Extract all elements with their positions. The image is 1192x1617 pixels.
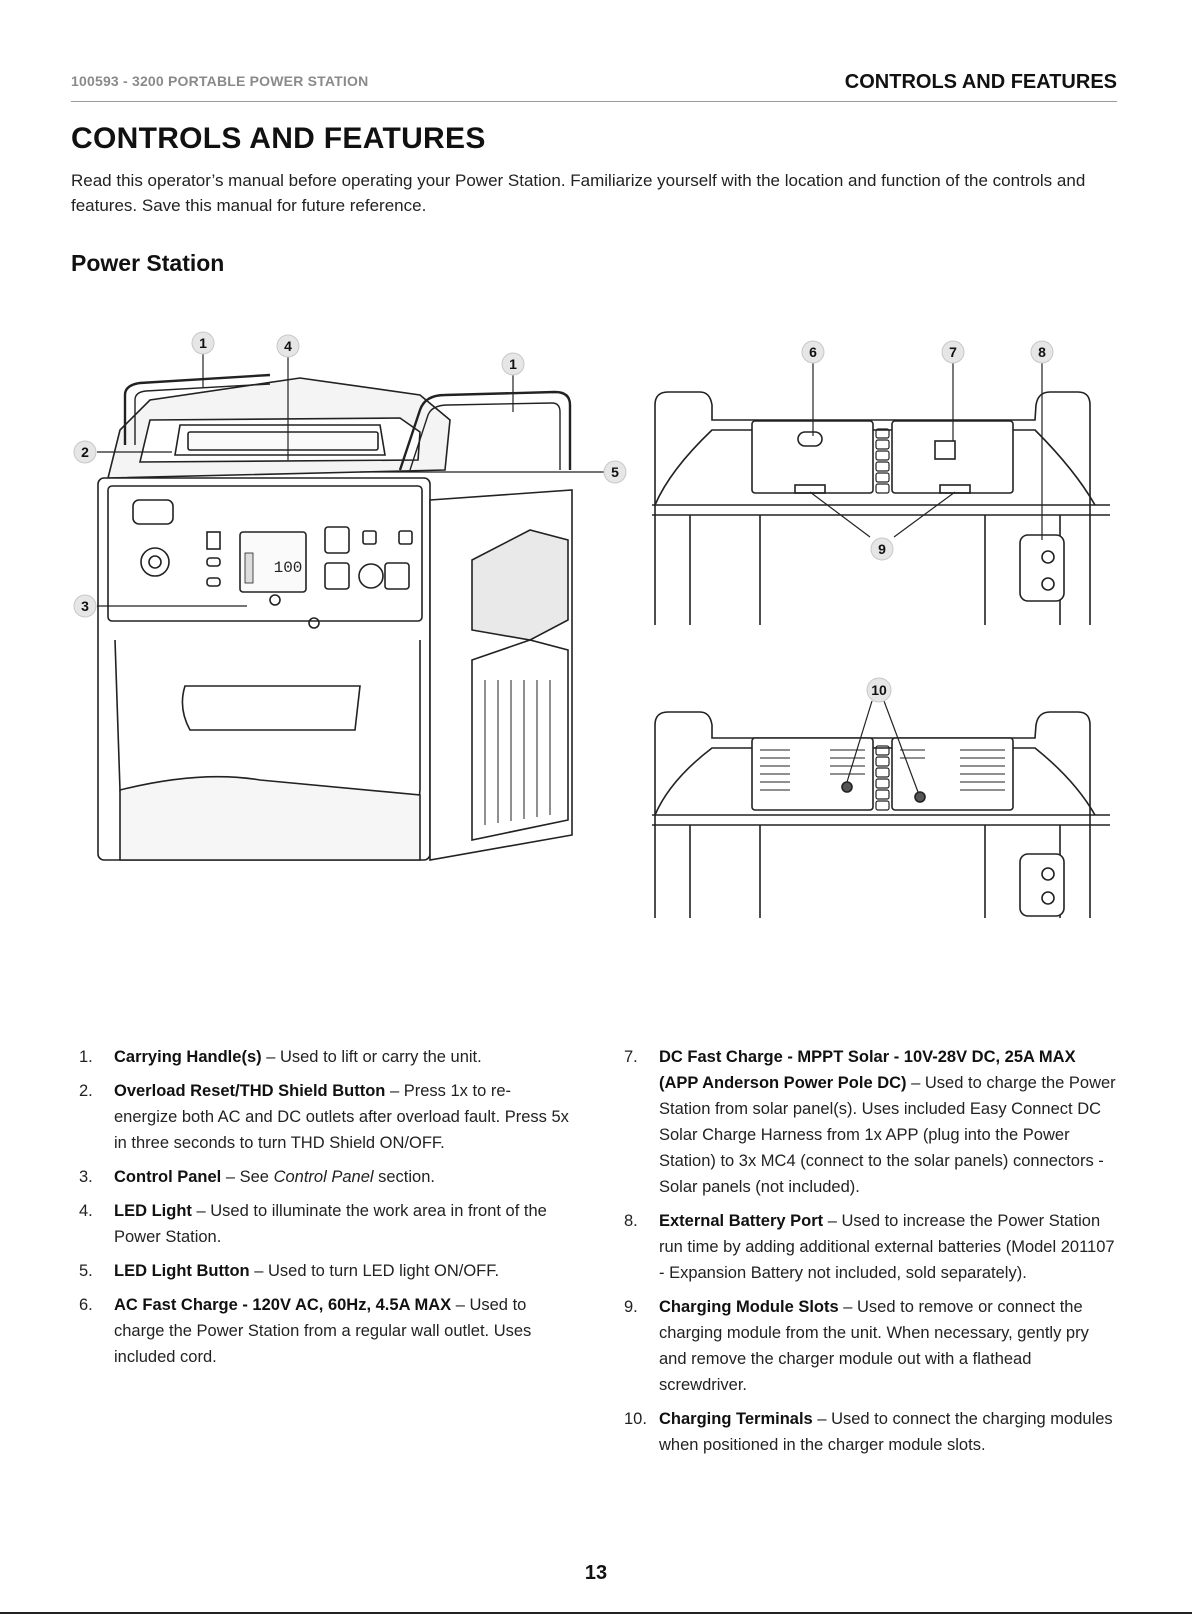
callout-3: 3 — [73, 594, 97, 618]
svg-text:3: 3 — [81, 598, 89, 614]
svg-text:2: 2 — [81, 444, 89, 460]
callouts: 1 4 1 2 5 3 6 7 8 9 10 — [73, 331, 1054, 703]
callout-4: 4 — [276, 334, 300, 358]
callout-5: 5 — [603, 460, 627, 484]
rear-view-bottom — [652, 711, 1110, 918]
page-number: 13 — [584, 1562, 608, 1584]
callout-10: 10 — [866, 677, 892, 703]
leader-lines-left — [97, 351, 607, 607]
callout-9: 9 — [870, 537, 894, 561]
list-item: 7.DC Fast Charge - MPPT Solar - 10V-28V … — [624, 1048, 1116, 1196]
list-item: 10.Charging Terminals – Used to connect … — [624, 1410, 1113, 1454]
list-item: 8.External Battery Port – Used to increa… — [624, 1212, 1115, 1282]
power-station-illustration: 100 — [97, 373, 573, 861]
list-item: 9.Charging Module Slots – Used to remove… — [624, 1298, 1089, 1394]
list-item: 2.Overload Reset/THD Shield Button – Pre… — [79, 1082, 569, 1152]
power-station-diagram: 100 — [73, 331, 1110, 918]
svg-text:1: 1 — [199, 335, 207, 351]
intro-paragraph: Read this operator’s manual before opera… — [71, 171, 1086, 215]
callout-1-left: 1 — [191, 331, 215, 355]
list-item: 4.LED Light – Used to illuminate the wor… — [79, 1202, 547, 1246]
svg-text:10: 10 — [871, 682, 887, 698]
callout-2: 2 — [73, 440, 97, 464]
svg-text:7: 7 — [949, 344, 957, 360]
page-title: CONTROLS AND FEATURES — [71, 122, 486, 155]
svg-text:5: 5 — [611, 464, 619, 480]
power-station-heading: Power Station — [71, 250, 225, 276]
callout-6: 6 — [801, 340, 825, 364]
document-id: 100593 - 3200 PORTABLE POWER STATION — [71, 73, 369, 89]
header-divider — [71, 101, 1117, 102]
svg-text:4: 4 — [284, 338, 292, 354]
section-title: CONTROLS AND FEATURES — [844, 71, 1117, 93]
leader-lines-rear-top — [809, 363, 1043, 540]
footer-divider — [0, 1612, 1192, 1614]
list-item: 5.LED Light Button – Used to turn LED li… — [79, 1262, 500, 1280]
list-item: 1.Carrying Handle(s) – Used to lift or c… — [79, 1048, 482, 1066]
display-readout: 100 — [274, 559, 303, 577]
feature-list-right: 7.DC Fast Charge - MPPT Solar - 10V-28V … — [624, 1044, 1118, 1466]
svg-text:6: 6 — [809, 344, 817, 360]
feature-list-left: 1.Carrying Handle(s) – Used to lift or c… — [79, 1044, 569, 1378]
callout-1-right: 1 — [501, 352, 525, 376]
svg-text:8: 8 — [1038, 344, 1046, 360]
leader-lines-rear-bottom — [846, 700, 919, 793]
svg-text:9: 9 — [878, 541, 886, 557]
list-item: 6.AC Fast Charge - 120V AC, 60Hz, 4.5A M… — [79, 1296, 532, 1366]
callout-8: 8 — [1030, 340, 1054, 364]
list-item: 3.Control Panel – See Control Panel sect… — [79, 1168, 435, 1186]
svg-text:1: 1 — [509, 356, 517, 372]
callout-7: 7 — [941, 340, 965, 364]
rear-view-top — [652, 391, 1110, 625]
